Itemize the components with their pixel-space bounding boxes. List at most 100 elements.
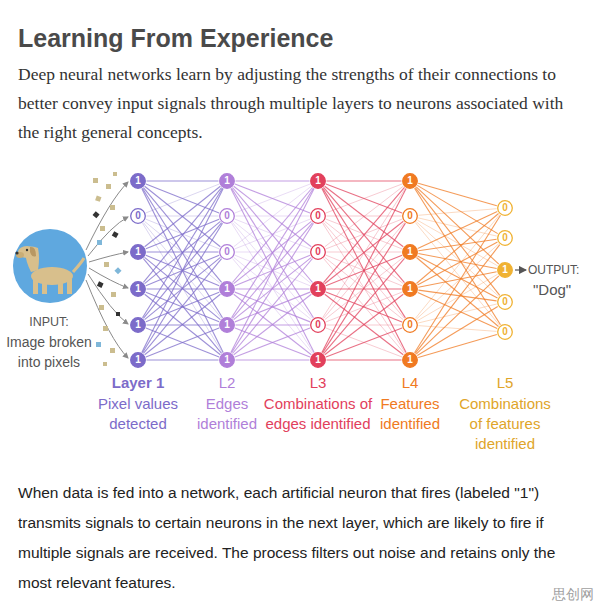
connection-line: [322, 189, 406, 353]
neuron: 0: [310, 208, 326, 224]
connection-line: [417, 257, 499, 326]
neuron: 1: [310, 352, 326, 368]
neuron-value: 1: [402, 173, 418, 189]
output-arrow: [515, 269, 526, 270]
neuron-value: 0: [402, 317, 418, 333]
connection-line: [326, 292, 402, 322]
connection-line: [418, 334, 497, 357]
connection-line: [232, 259, 312, 354]
neuron-value: 0: [310, 208, 326, 224]
connection-line: [145, 294, 221, 354]
neuron-value: 0: [310, 317, 326, 333]
neuron: 1: [310, 281, 326, 297]
neuron-value: 1: [310, 173, 326, 189]
connection-line: [142, 223, 222, 353]
connection-line: [415, 188, 500, 296]
output-label: OUTPUT:: [528, 262, 594, 278]
connection-line: [327, 180, 402, 181]
connection-line: [142, 188, 222, 318]
neuron-value: 1: [402, 352, 418, 368]
neuron-value: 1: [130, 352, 146, 368]
layer-name: Layer 1: [88, 373, 188, 393]
connection-line: [236, 359, 310, 360]
connection-line: [417, 306, 497, 355]
neuron: 0: [219, 208, 235, 224]
neuron: 0: [219, 244, 235, 260]
layer-name: L4: [370, 373, 450, 393]
neuron: 0: [497, 324, 513, 340]
input-arrows: [86, 182, 128, 358]
connection-line: [415, 188, 501, 325]
neuron: 1: [130, 317, 146, 333]
neuron-value: 1: [310, 281, 326, 297]
connection-line: [143, 259, 221, 354]
neuron: 1: [219, 352, 235, 368]
neuron-value: 1: [130, 244, 146, 260]
connection-line: [326, 328, 402, 357]
layer-name: L2: [177, 373, 277, 393]
connection-line: [326, 219, 402, 249]
connection-line: [416, 187, 499, 264]
neuron: 1: [402, 244, 418, 260]
connection-line: [232, 223, 314, 353]
neuron: 1: [130, 281, 146, 297]
neuron: 1: [219, 173, 235, 189]
neuron: 1: [402, 352, 418, 368]
connection-line: [232, 188, 312, 283]
connection-line: [324, 258, 405, 353]
neuron-value: 1: [402, 244, 418, 260]
neuron: 0: [310, 244, 326, 260]
connection-line: [415, 215, 501, 353]
neuron: 0: [497, 230, 513, 246]
neuron-value: 0: [497, 200, 513, 216]
pixel-squares: [93, 172, 122, 366]
neuron-value: 1: [130, 281, 146, 297]
connection-line: [235, 184, 310, 213]
neuron-value: 0: [130, 208, 146, 224]
connection-line: [325, 294, 404, 355]
neuron: 1: [402, 281, 418, 297]
connection-line: [235, 184, 310, 213]
connection-line: [142, 188, 222, 318]
layer-description: Combinations of features identified: [455, 394, 555, 454]
connection-line: [231, 189, 314, 353]
connection-line: [326, 219, 402, 249]
connection-line: [326, 292, 402, 322]
layer-name: L5: [455, 373, 555, 393]
neuron: 1: [130, 173, 146, 189]
input-label: INPUT:: [4, 312, 94, 332]
neuron-value: 0: [497, 324, 513, 340]
layer-description: Features identified: [370, 394, 450, 434]
caption: When data is fed into a network, each ar…: [18, 478, 578, 598]
subtitle: Deep neural networks learn by adjusting …: [18, 60, 583, 147]
connection-line: [234, 294, 312, 355]
connection-line: [326, 184, 402, 213]
neuron-value: 1: [219, 352, 235, 368]
connection-line: [416, 244, 498, 320]
neuron-value: 0: [402, 208, 418, 224]
neuron-value: 0: [219, 208, 235, 224]
connection-line: [322, 189, 406, 353]
connection-line: [235, 292, 310, 322]
neuron: 1: [402, 173, 418, 189]
connection-line: [143, 259, 221, 354]
neuron: 0: [497, 200, 513, 216]
connection-line: [326, 328, 402, 357]
connection-line: [232, 223, 314, 353]
connection-line: [143, 188, 221, 283]
connection-line: [323, 223, 406, 353]
connection-line: [327, 359, 402, 360]
neuron-value: 1: [402, 281, 418, 297]
connection-line: [146, 219, 219, 249]
connection-line: [235, 328, 310, 357]
neuron: 0: [310, 317, 326, 333]
connection-line: [147, 180, 219, 181]
neuron-value: 1: [130, 317, 146, 333]
connection-line: [235, 219, 310, 249]
connection-line: [418, 212, 498, 249]
connection-line: [146, 184, 219, 213]
connection-line: [323, 223, 406, 353]
connection-line: [235, 292, 310, 322]
neuron: 1: [219, 281, 235, 297]
connection-line: [324, 258, 405, 353]
